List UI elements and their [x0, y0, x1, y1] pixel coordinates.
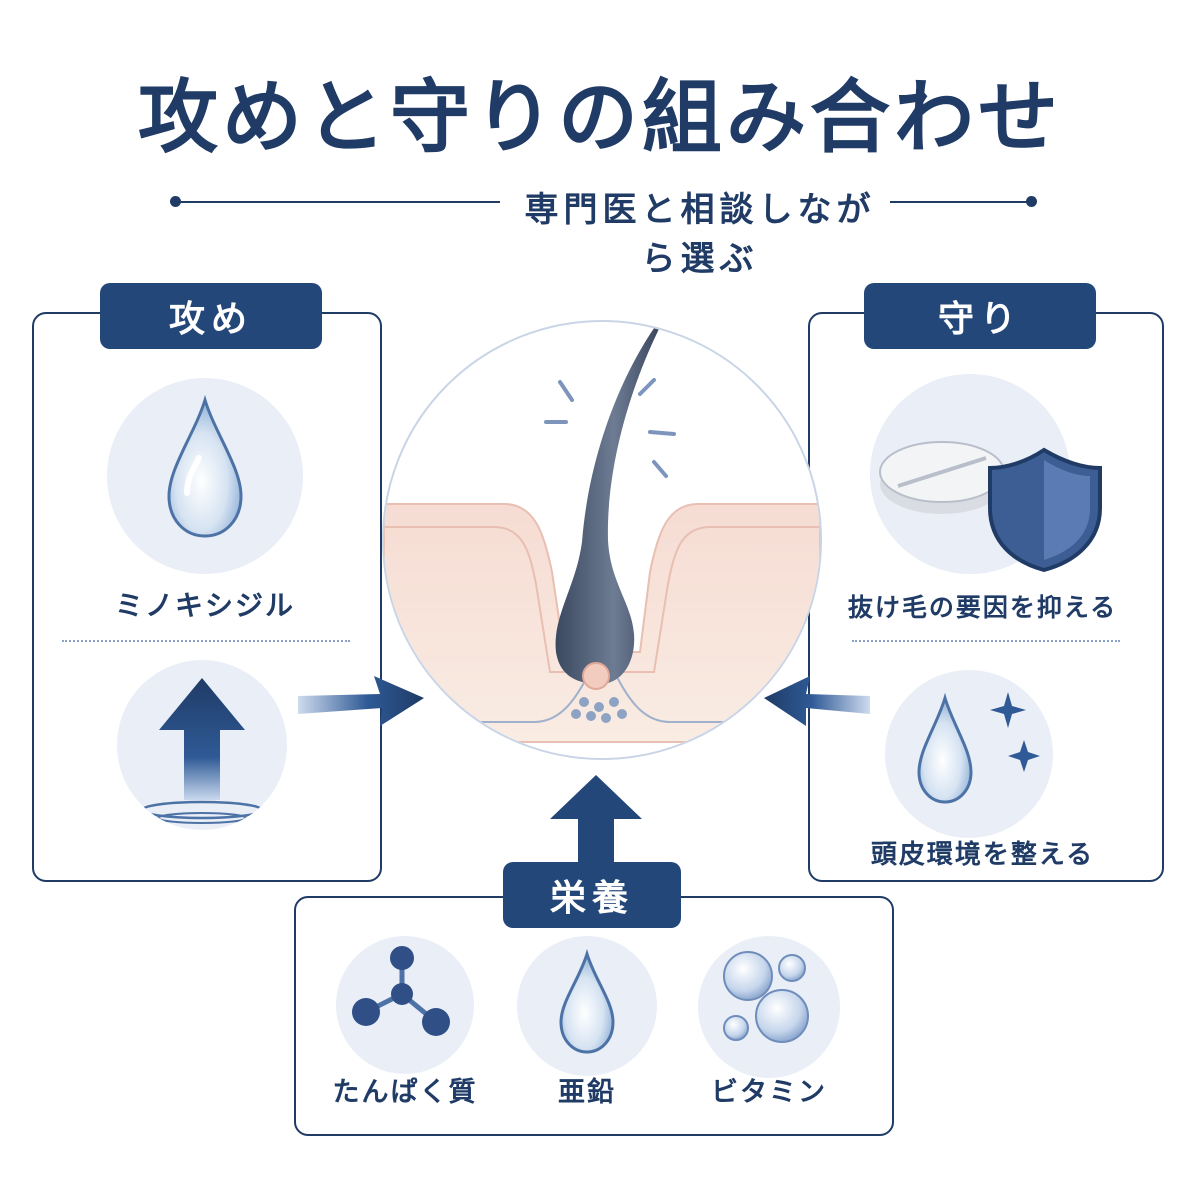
nutrition-item-label: ビタミン — [711, 1077, 827, 1108]
arrow-from-nutrition-icon — [550, 775, 642, 871]
attack-tag: 攻め — [100, 283, 322, 349]
water-drop-icon — [167, 394, 243, 538]
center-circle — [382, 320, 822, 760]
subtitle-dot-left — [170, 196, 181, 207]
defense-tag: 守り — [864, 283, 1096, 349]
nutrition-drop-circle — [517, 936, 657, 1076]
pill-shield-icon — [879, 441, 1005, 514]
hair-follicle-icon — [384, 322, 820, 743]
attack-item1-label: ミノキシジル — [114, 589, 295, 622]
nutrition-bubbles-circle — [698, 936, 840, 1078]
defense-divider — [852, 640, 1120, 642]
page-subtitle: 専門医と相談しながら選ぶ — [524, 190, 876, 279]
arrow-from-attack-icon — [298, 676, 424, 726]
attack-divider — [62, 640, 350, 642]
nutrition-item-label: 亜鉛 — [558, 1077, 616, 1108]
defense-item2-label: 頭皮環境を整える — [870, 840, 1095, 870]
subtitle-line-right — [890, 201, 1032, 203]
sparkle-drop-icon — [917, 692, 973, 804]
nutrition-item-label: たんぱく質 — [332, 1077, 478, 1108]
subtitle-dot-right — [1026, 196, 1037, 207]
shield-icon — [988, 447, 1102, 573]
subtitle-line-left — [178, 201, 500, 203]
bubbles-icon — [723, 951, 809, 1043]
growth-arrow-icon — [140, 678, 264, 824]
attack-arrow-circle — [117, 660, 287, 830]
page-title: 攻めと守りの組み合わせ — [138, 71, 1062, 164]
molecule-icon — [352, 946, 450, 1036]
sparkle-icon — [990, 692, 1040, 772]
attack-drop-circle — [107, 378, 303, 574]
arrow-from-defense-icon — [764, 676, 870, 726]
defense-pill-circle — [870, 374, 1070, 574]
subtitle-row: 専門医と相談しながら選ぶ — [170, 182, 1037, 279]
zinc-drop-icon — [559, 948, 615, 1054]
nutrition-molecule-circle — [336, 936, 474, 1074]
nutrition-tag: 栄養 — [503, 862, 681, 928]
defense-item1-label: 抜け毛の要因を抑える — [847, 593, 1118, 622]
